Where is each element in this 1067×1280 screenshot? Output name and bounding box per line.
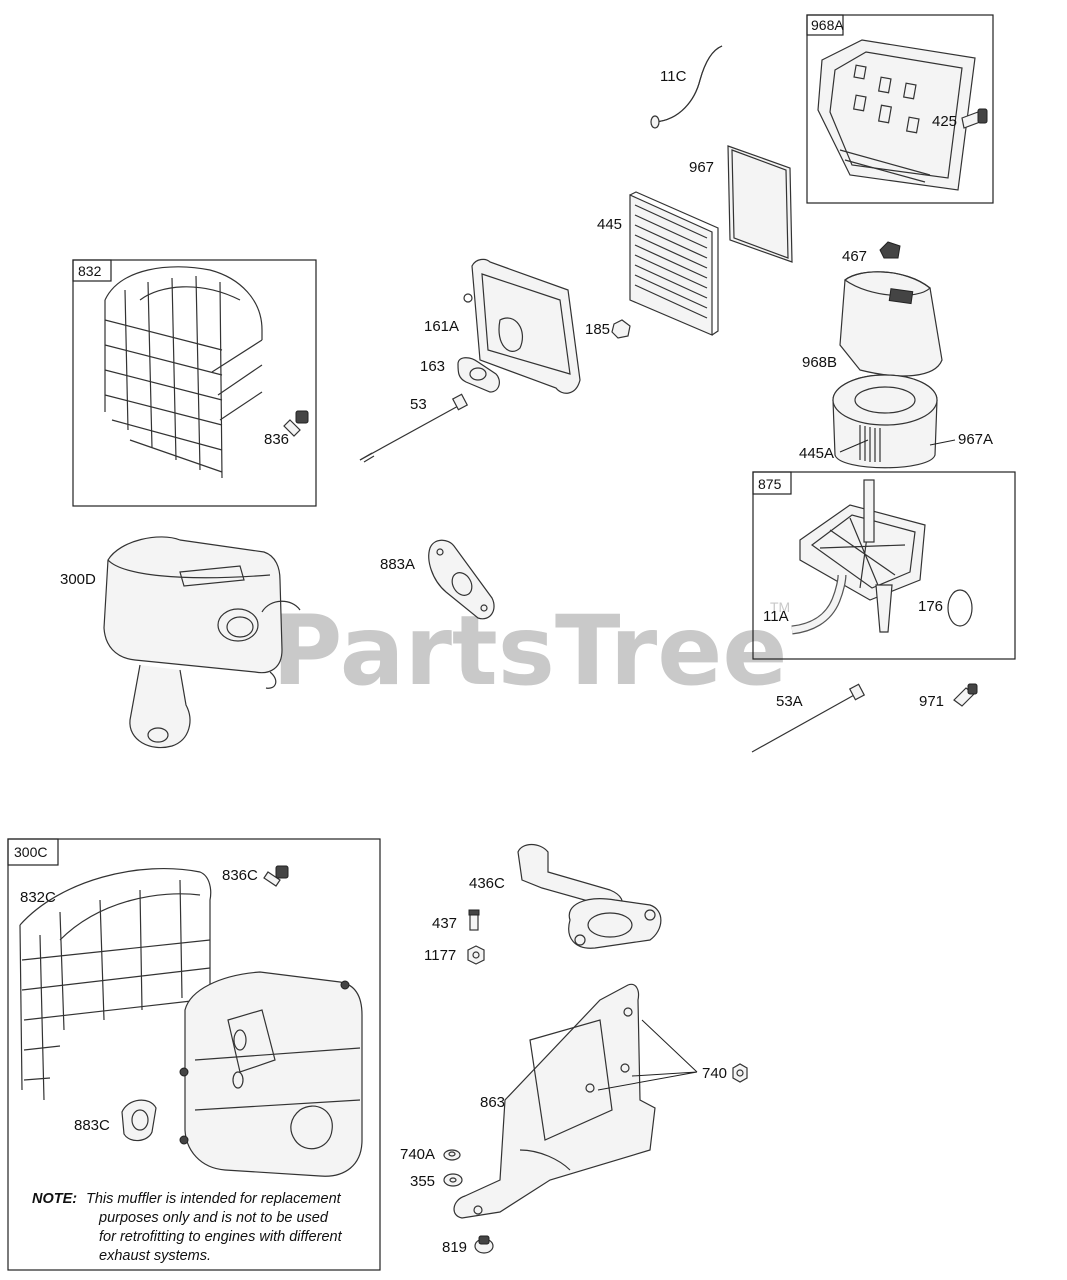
part-968B[interactable]: 968B bbox=[802, 271, 943, 377]
part-883C-gasket-drawing bbox=[121, 1099, 157, 1142]
part-176-oring-drawing bbox=[947, 589, 973, 627]
part-425-bolt-drawing bbox=[961, 108, 988, 129]
part-863C[interactable]: 863C bbox=[453, 983, 656, 1219]
box-875[interactable]: 875 11A 176 bbox=[752, 471, 1016, 660]
watermark-text: PartsTree bbox=[272, 595, 787, 707]
label-967: 967 bbox=[689, 159, 714, 176]
label-163: 163 bbox=[420, 358, 445, 375]
part-967A[interactable]: 967A bbox=[832, 374, 993, 469]
part-875-base-drawing bbox=[799, 479, 926, 633]
svg-text:NOTE:: NOTE: bbox=[32, 1191, 77, 1207]
part-11A-tube-drawing bbox=[791, 574, 847, 635]
label-967A: 967A bbox=[958, 431, 993, 448]
part-355[interactable]: 355 bbox=[410, 1173, 463, 1190]
box-label-875: 875 bbox=[758, 476, 782, 492]
label-11A: 11A bbox=[763, 608, 789, 625]
note-line-2: purposes only and is not to be used bbox=[98, 1210, 329, 1226]
part-445[interactable]: 445 bbox=[597, 191, 719, 336]
box-968A[interactable]: 968A 425 bbox=[806, 14, 994, 204]
part-11C[interactable]: 11C bbox=[650, 45, 723, 129]
label-467: 467 bbox=[842, 248, 867, 265]
label-425: 425 bbox=[932, 113, 957, 130]
note-line-3: for retrofitting to engines with differe… bbox=[99, 1229, 343, 1245]
watermark-trademark: TM bbox=[770, 599, 790, 615]
label-883C: 883C bbox=[74, 1117, 110, 1134]
label-53A: 53A bbox=[776, 693, 803, 710]
part-1177[interactable]: 1177 bbox=[424, 945, 485, 965]
label-437: 437 bbox=[432, 915, 457, 932]
part-836-bolt-drawing bbox=[283, 410, 309, 437]
label-355: 355 bbox=[410, 1173, 435, 1190]
part-967[interactable]: 967 bbox=[689, 145, 793, 263]
label-819: 819 bbox=[442, 1239, 467, 1256]
part-53A[interactable]: 53A bbox=[751, 683, 866, 753]
box-300C[interactable]: 300C 836C 832C 883C bbox=[7, 838, 381, 1271]
part-437[interactable]: 437 bbox=[432, 909, 480, 932]
box-label-968A: 968A bbox=[811, 17, 844, 33]
label-1177: 1177 bbox=[424, 947, 456, 964]
part-832-guard-drawing bbox=[104, 266, 263, 479]
part-740[interactable]: 740 bbox=[597, 1019, 748, 1091]
part-971[interactable]: 971 bbox=[919, 683, 978, 710]
part-300C-muffler-drawing bbox=[179, 971, 363, 1177]
part-467[interactable]: 467 bbox=[842, 241, 901, 265]
label-445: 445 bbox=[597, 216, 622, 233]
note-prefix: NOTE: bbox=[32, 1191, 77, 1207]
part-836C-bolt-drawing bbox=[263, 865, 289, 887]
note-line-1: This muffler is intended for replacement bbox=[86, 1191, 342, 1207]
part-163[interactable]: 163 bbox=[420, 357, 500, 393]
part-161A[interactable]: 161A bbox=[424, 258, 581, 394]
label-740A: 740A bbox=[400, 1146, 435, 1163]
label-968B: 968B bbox=[802, 354, 837, 371]
label-185: 185 bbox=[585, 321, 610, 338]
note-line-4: exhaust systems. bbox=[99, 1248, 211, 1264]
label-836C: 836C bbox=[222, 867, 258, 884]
label-740: 740 bbox=[702, 1065, 727, 1082]
label-883A: 883A bbox=[380, 556, 415, 573]
label-436C: 436C bbox=[469, 875, 505, 892]
part-832C-guard-drawing bbox=[19, 867, 212, 1101]
part-436C[interactable]: 436C bbox=[469, 843, 662, 949]
label-836: 836 bbox=[264, 431, 289, 448]
box-832[interactable]: 832 836 bbox=[72, 259, 317, 507]
part-740A[interactable]: 740A bbox=[400, 1146, 461, 1163]
label-161A: 161A bbox=[424, 318, 459, 335]
part-819[interactable]: 819 bbox=[442, 1235, 494, 1256]
part-300D[interactable]: 300D bbox=[60, 536, 301, 749]
label-832C: 832C bbox=[20, 889, 56, 906]
part-53[interactable]: 53 bbox=[359, 393, 469, 463]
note-block: NOTE: This muffler is intended for repla… bbox=[32, 1191, 343, 1264]
part-968A-base-drawing bbox=[817, 39, 976, 191]
label-11C: 11C bbox=[660, 68, 687, 85]
label-445A: 445A bbox=[799, 445, 834, 462]
box-label-832: 832 bbox=[78, 263, 102, 279]
part-883A[interactable]: 883A bbox=[380, 539, 495, 620]
part-445A[interactable]: 445A bbox=[799, 425, 881, 462]
label-53: 53 bbox=[410, 396, 427, 413]
label-971: 971 bbox=[919, 693, 944, 710]
label-176: 176 bbox=[918, 598, 943, 615]
box-label-300C: 300C bbox=[14, 844, 47, 860]
label-300D: 300D bbox=[60, 571, 96, 588]
part-185[interactable]: 185 bbox=[585, 319, 631, 339]
